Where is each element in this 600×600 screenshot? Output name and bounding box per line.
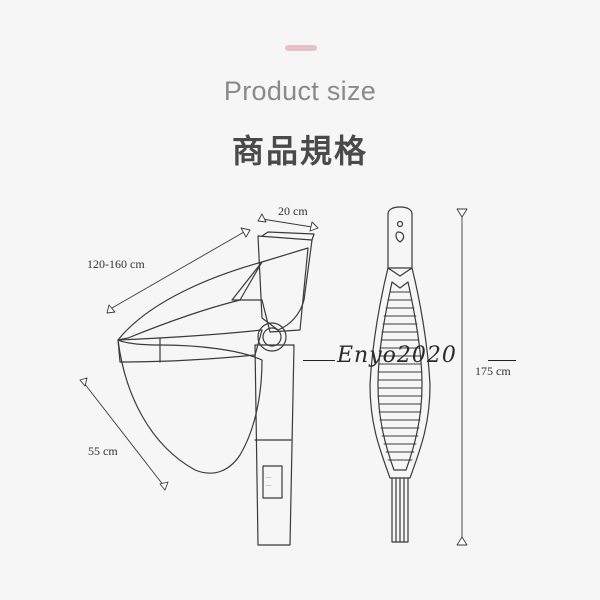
watermark-line-right (488, 360, 516, 361)
dimension-total-label: 175 cm (475, 364, 511, 378)
bag-ring (257, 322, 287, 352)
sling-bag-illustration: ---- ---- (79, 213, 319, 546)
bag-strap-front (254, 344, 295, 546)
accent-bar (285, 45, 317, 51)
strap-illustration (369, 206, 468, 546)
bag-strap-back (231, 247, 309, 333)
strap-stripes (377, 291, 423, 461)
watermark: Enyo2020 (337, 343, 457, 368)
svg-text:----: ---- (266, 482, 272, 487)
title-chinese: 商品規格 (231, 132, 368, 170)
dimension-width-label: 20 cm (278, 204, 308, 218)
svg-text:----: ---- (266, 474, 272, 479)
watermark-line-left (303, 360, 335, 361)
dimension-strap-label: 120-160 cm (87, 257, 145, 271)
title-english: Product size (223, 76, 377, 106)
strap-body (369, 267, 431, 479)
strap-buckle-tab (387, 206, 413, 269)
bag-flap (117, 261, 263, 341)
dimension-depth-label: 55 cm (88, 444, 118, 458)
bag-tag (262, 465, 283, 499)
